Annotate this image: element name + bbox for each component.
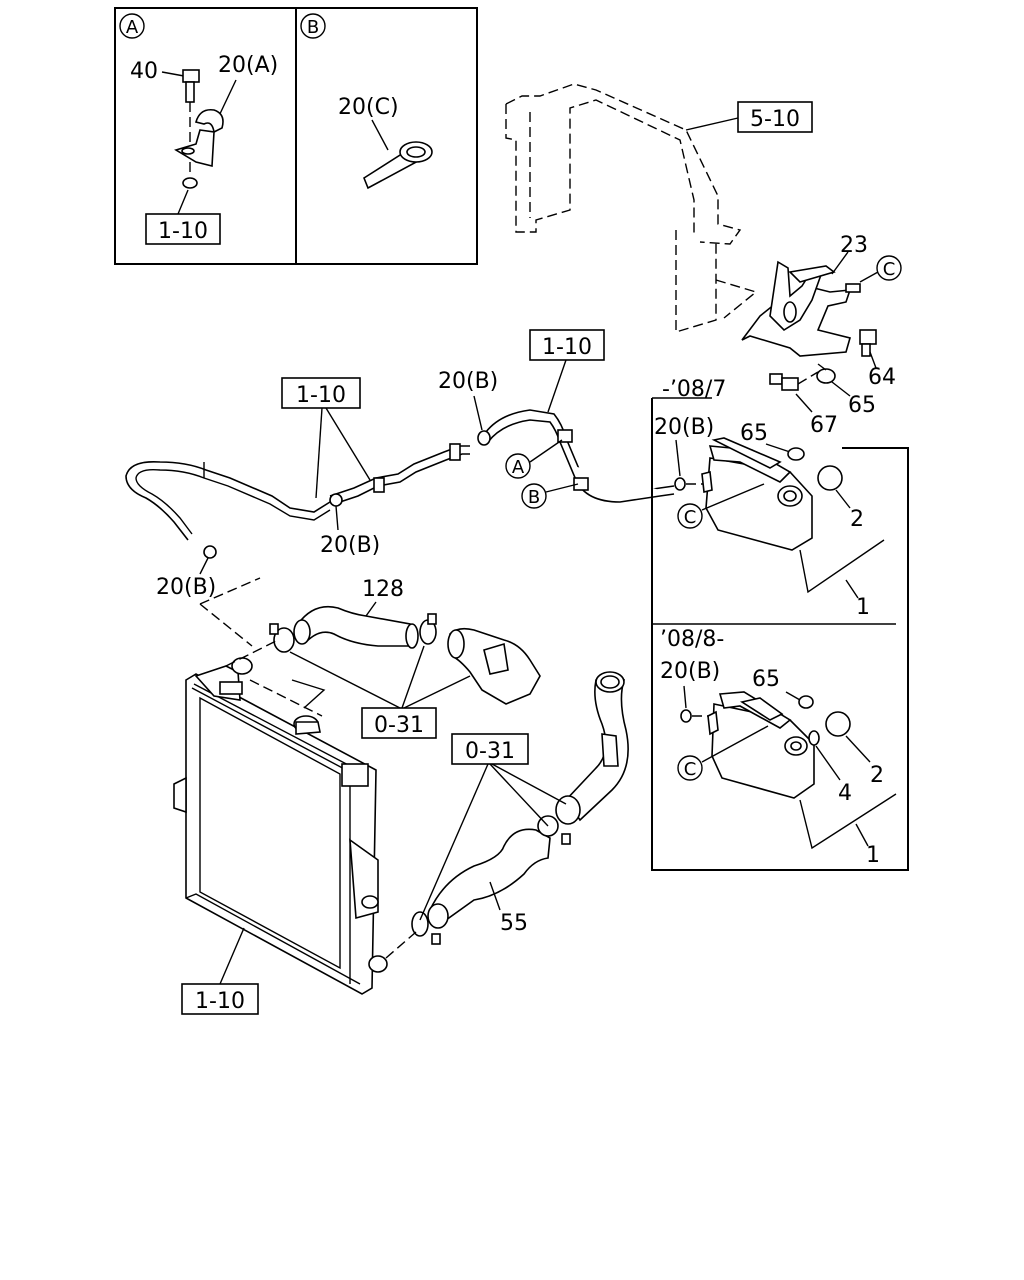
bolt-64-callout: 64 <box>868 365 896 390</box>
lower-pipe <box>555 671 629 825</box>
bracket-bolt-callout: 23 <box>840 233 868 258</box>
inset-a-marker: A <box>126 17 139 38</box>
bolt-67-callout: 67 <box>810 413 838 438</box>
variant-late-seal: 4 <box>838 781 852 806</box>
lower-hose: 55 <box>411 815 571 945</box>
nut-icon <box>182 177 198 189</box>
inset-a: A 40 20(A) 1-10 <box>119 13 278 245</box>
inset-a-clip-callout: 20(A) <box>218 53 278 78</box>
tank-bracket: 23 C 64 65 67 <box>741 233 902 438</box>
variant-early-clip: 20(B) <box>654 415 714 440</box>
reservoir-tank-early <box>701 437 813 551</box>
hose-128-callout: 128 <box>362 577 404 602</box>
inset-a-bolt-callout: 40 <box>130 59 158 84</box>
clip-20a <box>174 108 224 168</box>
clip-left-callout: 20(B) <box>156 575 216 600</box>
fan-shroud: 5-10 <box>505 83 813 333</box>
inset-b-marker: B <box>307 17 319 38</box>
variant-late-tank: 1 <box>866 843 880 868</box>
marker-c2: C <box>684 507 697 528</box>
cap-icon <box>817 465 843 491</box>
variant-late-label: ’08/8- <box>660 627 724 652</box>
nut-65-callout: 65 <box>848 393 876 418</box>
variant-panel: -’08/7 20(B) 65 2 C 1 ’08/8- 20(B) 65 <box>651 377 909 871</box>
thermostat-housing <box>447 627 541 705</box>
variant-early-cap: 2 <box>850 507 864 532</box>
hoses-upper-ref-group: 0-31 <box>289 645 471 739</box>
bolt-40 <box>182 69 200 175</box>
variant-late-cap: 2 <box>870 763 884 788</box>
hoses-upper-ref: 0-31 <box>374 713 424 738</box>
reservoir-tank-late <box>707 691 815 799</box>
hose-left-ref: 1-10 <box>296 383 346 408</box>
clip-20c <box>363 141 433 190</box>
hose-markers: A B <box>505 439 579 509</box>
hoses-lower-ref: 0-31 <box>465 739 515 764</box>
clip-top-callout: 20(B) <box>438 369 498 394</box>
radiator-ref: 1-10 <box>195 989 245 1014</box>
marker-a: A <box>512 457 525 478</box>
marker-b: B <box>528 487 540 508</box>
overflow-hose <box>125 409 675 559</box>
hose-55-callout: 55 <box>500 911 528 936</box>
clip-mid-callout: 20(B) <box>320 533 380 558</box>
variant-early-nut: 65 <box>740 421 768 446</box>
inset-box <box>114 7 478 265</box>
radiator <box>173 577 417 995</box>
marker-c3: C <box>684 759 697 780</box>
seal-icon <box>808 730 820 746</box>
cap-icon <box>825 711 851 737</box>
hoses-lower-ref-group: 0-31 <box>419 733 567 921</box>
variant-early-tank: 1 <box>856 595 870 620</box>
marker-c1: C <box>883 259 896 280</box>
hose-ref-group: 1-10 1-10 <box>281 329 605 499</box>
shroud-ref: 5-10 <box>750 107 800 132</box>
variant-early-label: -’08/7 <box>662 377 726 402</box>
variant-late-nut: 65 <box>752 667 780 692</box>
inset-a-ref: 1-10 <box>158 219 208 244</box>
hose-upper-ref: 1-10 <box>542 335 592 360</box>
inset-b: B 20(C) <box>300 13 433 190</box>
variant-late-clip: 20(B) <box>660 659 720 684</box>
inset-b-clip-callout: 20(C) <box>338 95 399 120</box>
radiator-ref-group: 1-10 <box>181 927 259 1015</box>
upper-hose: 128 <box>269 577 437 653</box>
